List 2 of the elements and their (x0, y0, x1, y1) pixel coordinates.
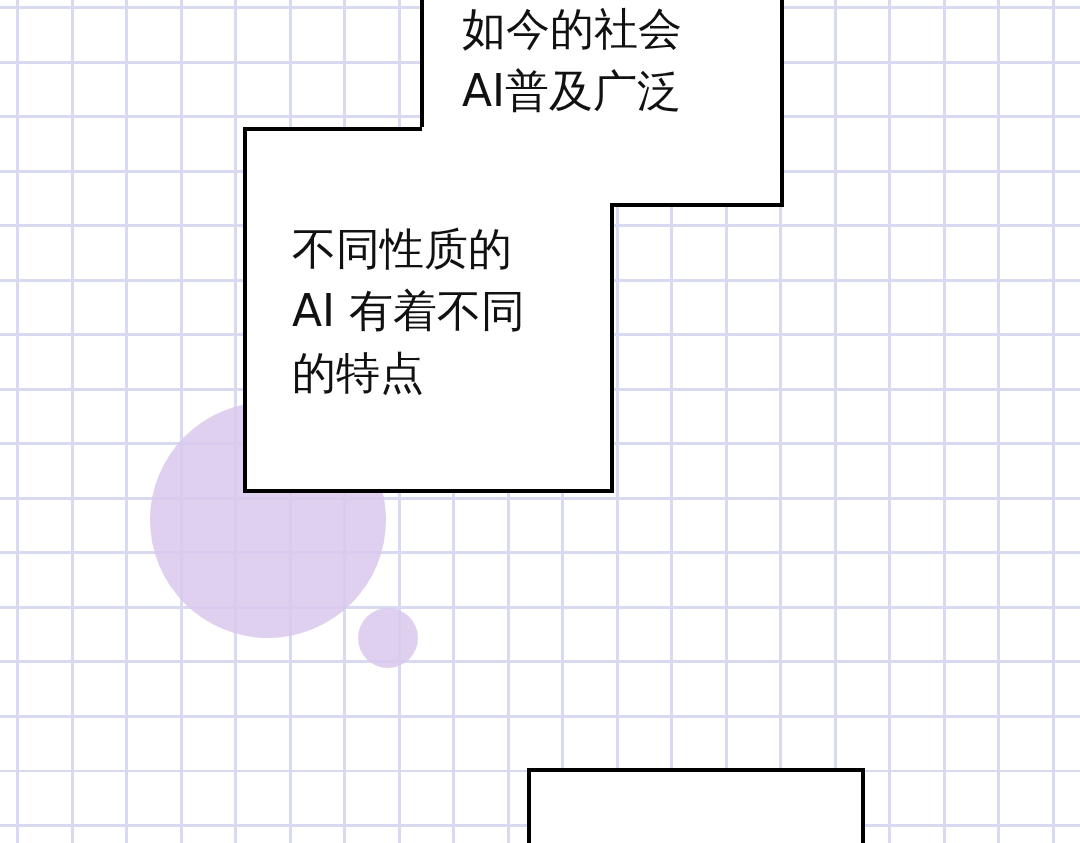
dialogue-text: 如今的社会AI普及广泛 (462, 2, 683, 118)
dialogue-text: 不同性质的AI 有着不同的特点 (292, 222, 527, 400)
